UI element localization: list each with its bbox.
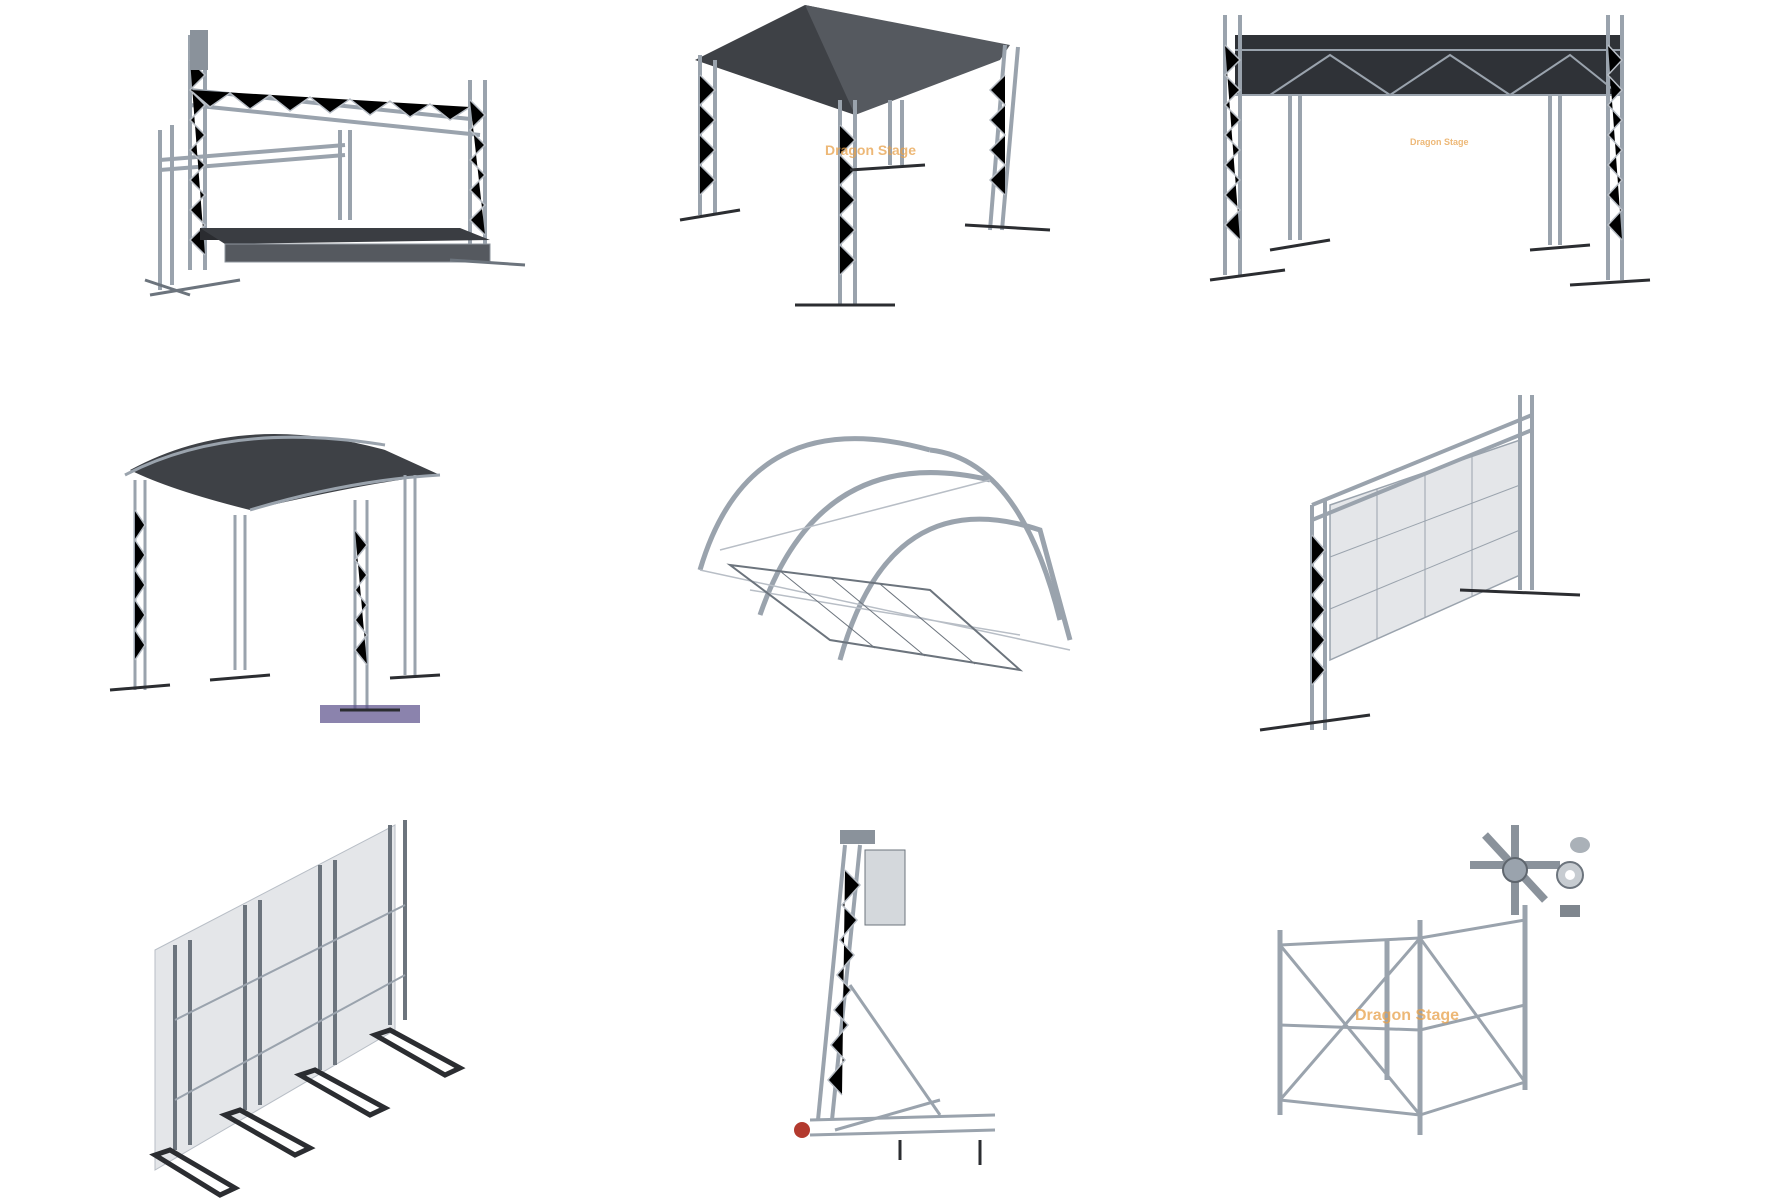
speaker-line-array-tower-image — [790, 830, 1000, 1180]
stage-truss-flat-roof-tall-drawing: Dragon Stage — [1209, 15, 1651, 287]
watermark-text: Dragon Stage — [1355, 1007, 1459, 1024]
ringlock-scaffold-frame-image: Dragon Stage — [1270, 820, 1650, 1160]
speaker-line-array-tower-drawing — [794, 830, 996, 1165]
led-screen-ground-stack-frame-image — [135, 810, 515, 1200]
stage-truss-flat-roof-image — [130, 20, 550, 310]
watermark-text: Dragon Stage — [825, 142, 916, 158]
stage-truss-flat-roof-tall-image: Dragon Stage — [1209, 5, 1651, 305]
stage-truss-flat-roof-drawing — [144, 30, 526, 297]
led-screen-truss-tower-drawing — [1259, 395, 1581, 732]
arched-roof-truss-frame-drawing — [697, 436, 1073, 672]
stage-truss-arched-roof-image — [109, 420, 530, 730]
led-screen-truss-tower-image — [1250, 385, 1620, 755]
arched-roof-truss-frame-image — [690, 420, 1090, 720]
stage-truss-pitched-roof-image: Dragon Stage — [679, 5, 1080, 335]
stage-truss-arched-roof-drawing — [109, 434, 441, 723]
ringlock-connector-inset-drawing — [1470, 825, 1590, 917]
watermark-text: Dragon Stage — [1410, 137, 1469, 147]
ringlock-connector-inset-image — [1460, 825, 1595, 920]
led-screen-ground-stack-frame-drawing — [149, 820, 466, 1198]
stage-truss-pitched-roof-drawing: Dragon Stage — [679, 5, 1051, 307]
ringlock-scaffold-frame-drawing: Dragon Stage — [1277, 905, 1528, 1135]
